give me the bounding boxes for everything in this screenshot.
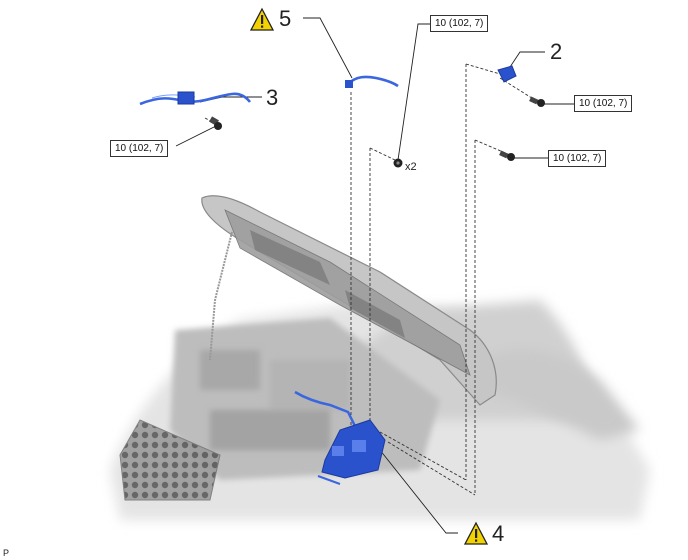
torque-spec-bolt-upper-right: 10 (102, 7) [574, 95, 633, 112]
part-5-cable [345, 75, 399, 88]
bolt-icon [499, 150, 515, 161]
torque-spec-bolt-left: 10 (102, 7) [110, 140, 169, 157]
callout-2: 2 [550, 39, 563, 64]
torque-spec-bolt-lower-right: 10 (102, 7) [548, 150, 607, 167]
callout-5: 5 [279, 6, 292, 31]
hood-support-rod [209, 231, 233, 361]
hood [201, 195, 497, 406]
corner-mark: P [3, 548, 10, 558]
nut-icon [393, 158, 403, 168]
callout-3: 3 [266, 85, 279, 110]
bolt-icon [209, 116, 222, 130]
part-4-hood-lock [294, 390, 386, 485]
warning-triangle-icon [463, 521, 489, 545]
warning-triangle-icon [249, 7, 275, 31]
bolt-icon [529, 96, 545, 107]
alignment-lines [204, 63, 536, 496]
front-grille [119, 419, 221, 501]
part-3-cable [139, 91, 252, 106]
part-2-clip [497, 65, 517, 83]
torque-spec-nut: 10 (102, 7) [430, 15, 489, 32]
callout-4: 4 [492, 521, 505, 546]
quantity-label: x2 [405, 161, 417, 173]
